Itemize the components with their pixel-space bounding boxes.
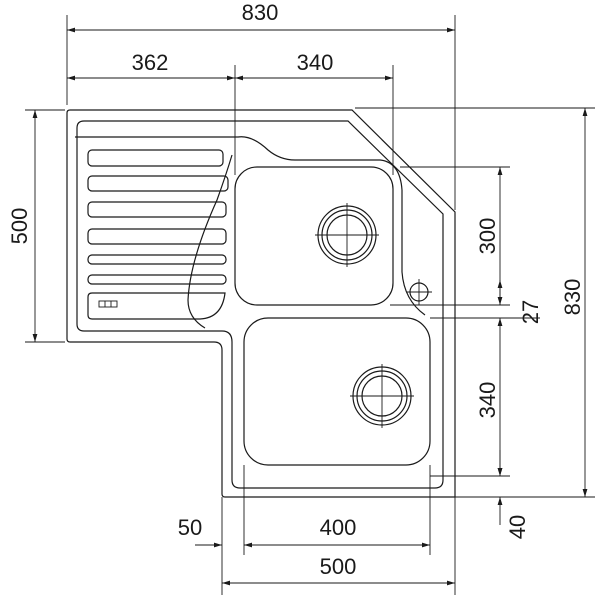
dim-overall-depth: 830 bbox=[560, 279, 585, 316]
tap-hole-icon bbox=[406, 279, 432, 305]
drainer-grooves bbox=[87, 149, 229, 320]
dim-overall-width: 830 bbox=[242, 0, 279, 25]
dim-lower-bowl-depth: 340 bbox=[475, 382, 500, 419]
dim-left-depth: 500 bbox=[7, 208, 32, 245]
dim-lower-section-width: 500 bbox=[320, 554, 357, 579]
dim-drainer-width: 362 bbox=[132, 50, 169, 75]
drain-icon bbox=[315, 203, 379, 267]
dimension-labels: 830 362 340 500 300 27 340 830 40 50 400… bbox=[7, 0, 585, 579]
dimension-lines bbox=[32, 27, 588, 586]
overflow-icon bbox=[98, 300, 118, 308]
dim-bowl-gap: 27 bbox=[518, 300, 543, 324]
dim-upper-bowl-width: 340 bbox=[297, 50, 334, 75]
drain-icon bbox=[350, 364, 414, 428]
dim-bottom-rim: 40 bbox=[505, 515, 530, 539]
dim-left-offset: 50 bbox=[178, 515, 202, 540]
sink-outline bbox=[66, 109, 456, 498]
extension-lines bbox=[25, 15, 595, 595]
lower-bowl bbox=[243, 317, 431, 466]
dim-lower-bowl-width: 400 bbox=[320, 515, 357, 540]
upper-bowl bbox=[234, 166, 394, 306]
dim-upper-bowl-depth: 300 bbox=[475, 218, 500, 255]
